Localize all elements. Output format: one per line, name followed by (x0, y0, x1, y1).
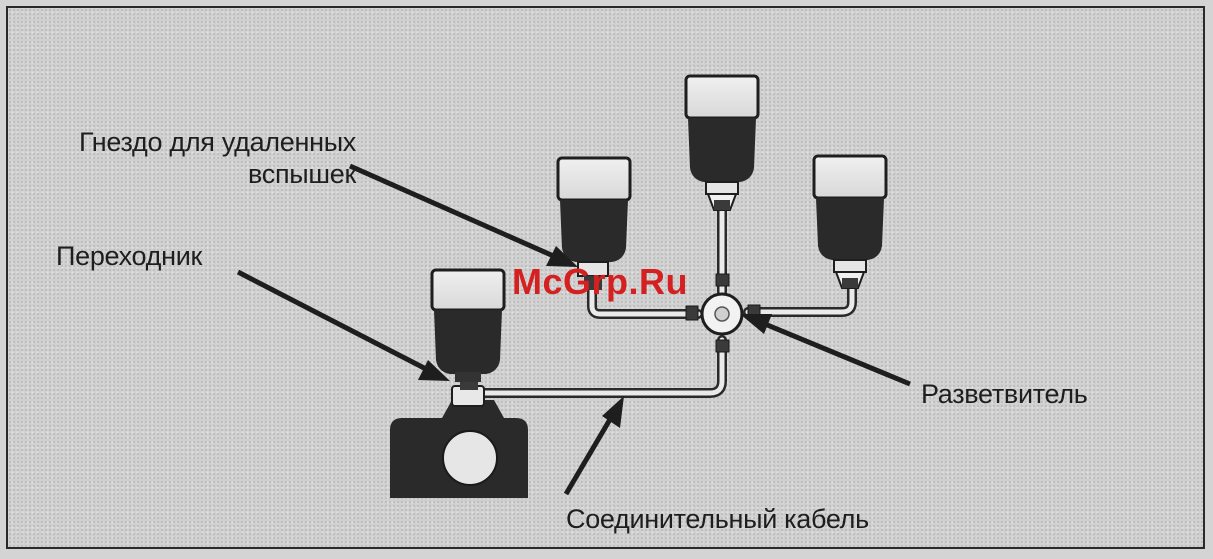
splitter (702, 294, 742, 334)
arrow-connecting-cable (566, 396, 624, 494)
label-remote-flash-socket-line1: Гнездо для удаленных (40, 126, 356, 158)
label-remote-flash-socket-line2: вспышек (40, 158, 356, 190)
watermark: McGrp.Ru (512, 262, 688, 302)
arrow-adapter (238, 272, 450, 381)
cable-to-right-flash (748, 286, 852, 312)
camera-lens-icon (443, 431, 497, 485)
flash-top (686, 76, 758, 210)
label-remote-flash-socket: Гнездо для удаленных вспышек (40, 126, 356, 190)
label-adapter: Переходник (56, 240, 202, 272)
main-connecting-cable (470, 340, 722, 393)
label-connecting-cable: Соединительный кабель (566, 503, 869, 535)
label-splitter: Разветвитель (921, 378, 1088, 410)
plug-left (686, 306, 698, 320)
plug-top (716, 274, 729, 286)
arrow-splitter (740, 314, 910, 384)
arrow-remote-socket (350, 166, 578, 267)
flash-on-camera (432, 270, 504, 382)
plug-bottom (716, 340, 729, 352)
flash-right (814, 156, 886, 288)
